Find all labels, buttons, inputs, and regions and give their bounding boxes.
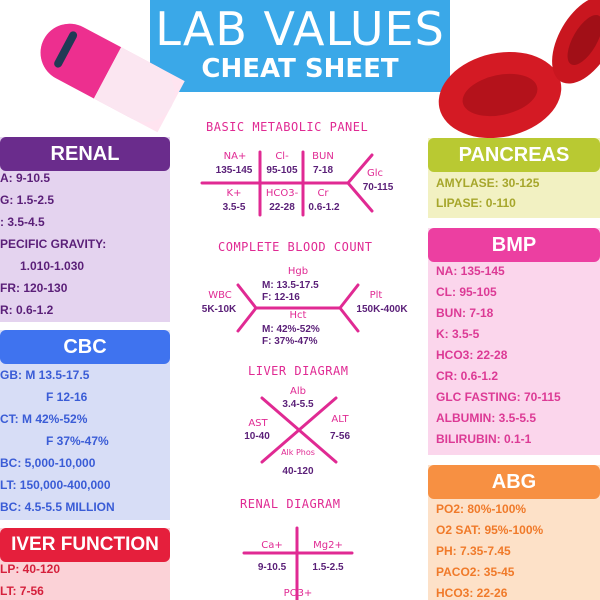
pancreas-panel: PANCREAS AMYLASE: 30-125 LIPASE: 0-110 (428, 138, 600, 218)
cl-value: 95-105 (266, 165, 298, 176)
glc-value: 70-115 (362, 182, 394, 193)
liver-function-title: IVER FUNCTION (0, 528, 170, 562)
bmp-diagram-title: BASIC METABOLIC PANEL (206, 120, 369, 134)
liver-diagram-title: LIVER DIAGRAM (248, 364, 349, 378)
abg-row: O2 SAT: 95%-100% (436, 523, 544, 537)
cbc-row: CT: M 42%-52% (0, 412, 88, 426)
hgb-female-value: F: 12-16 (262, 292, 300, 303)
cr-value: 0.6-1.2 (308, 202, 340, 213)
renal-row: : 3.5-4.5 (0, 215, 45, 229)
hgb-male-value: M: 13.5-17.5 (262, 280, 319, 291)
mg-label: Mg2+ (313, 540, 343, 551)
cbc-title: CBC (0, 330, 170, 364)
alt-value: 7-56 (329, 431, 350, 442)
pancreas-title: PANCREAS (428, 138, 600, 172)
k-label: K+ (226, 188, 242, 199)
page-title: LAB VALUES (155, 2, 445, 56)
renal-panel: RENAL A: 9-10.5 G: 1.5-2.5 : 3.5-4.5 PEC… (0, 137, 170, 322)
hct-male-value: M: 42%-52% (262, 324, 320, 335)
alt-label: ALT (331, 414, 349, 425)
bmp-panel: BMP NA: 135-145 CL: 95-105 BUN: 7-18 K: … (428, 228, 600, 455)
header: LAB VALUES CHEAT SHEET (0, 0, 600, 92)
alb-label: Alb (290, 386, 306, 397)
bmp-row: GLC FASTING: 70-115 (436, 390, 561, 404)
bmp-row: CR: 0.6-1.2 (436, 369, 499, 383)
bmp-row: ALBUMIN: 3.5-5.5 (436, 411, 537, 425)
po-label: PO3+ (283, 588, 313, 599)
abg-row: PO2: 80%-100% (436, 502, 527, 516)
wbc-value: 5K-10K (201, 304, 237, 315)
cbc-panel: CBC GB: M 13.5-17.5 F 12-16 CT: M 42%-52… (0, 330, 170, 520)
hgb-label: Hgb (287, 266, 309, 277)
bmp-row: NA: 135-145 (436, 264, 505, 278)
bmp-row: BUN: 7-18 (436, 306, 494, 320)
cr-label: Cr (317, 188, 329, 199)
ca-value: 9-10.5 (257, 562, 287, 573)
bmp-row: K: 3.5-5 (436, 327, 480, 341)
abg-panel: ABG PO2: 80%-100% O2 SAT: 95%-100% PH: 7… (428, 465, 600, 600)
cbc-row: BC: 4.5-5.5 MILLION (0, 500, 115, 514)
cbc-row: GB: M 13.5-17.5 (0, 368, 90, 382)
mg-value: 1.5-2.5 (312, 562, 344, 573)
hct-label: Hct (289, 310, 307, 321)
bmp-row: CL: 95-105 (436, 285, 497, 299)
bmp-row: BILIRUBIN: 0.1-1 (436, 432, 532, 446)
liver-row: LT: 7-56 (0, 584, 44, 598)
renal-row: 1.010-1.030 (20, 259, 85, 273)
bmp-row: HCO3: 22-28 (436, 348, 508, 362)
cbc-row: F 37%-47% (46, 434, 109, 448)
ca-label: Ca+ (261, 540, 283, 551)
na-value: 135-145 (215, 165, 253, 176)
abg-row: PACO2: 35-45 (436, 565, 515, 579)
plt-label: Plt (369, 290, 383, 301)
plt-value: 150K-400K (356, 304, 408, 315)
hco3-label: HCO3- (265, 188, 299, 199)
abg-row: PH: 7.35-7.45 (436, 544, 511, 558)
alb-value: 3.4-5.5 (282, 399, 314, 410)
hco3-value: 22-28 (269, 202, 295, 213)
cbc-diagram-title: COMPLETE BLOOD COUNT (218, 240, 373, 254)
k-value: 3.5-5 (222, 202, 246, 213)
abg-title: ABG (428, 465, 600, 499)
ast-value: 10-40 (244, 431, 270, 442)
ast-label: AST (248, 418, 268, 429)
renal-row: A: 9-10.5 (0, 171, 51, 185)
alk-phos-value: 40-120 (282, 466, 314, 477)
renal-row: FR: 120-130 (0, 281, 68, 295)
bun-value: 7-18 (312, 165, 333, 176)
renal-row: PECIFIC GRAVITY: (0, 237, 107, 251)
renal-diagram-title: RENAL DIAGRAM (240, 497, 341, 511)
cl-label: Cl- (275, 151, 289, 162)
cbc-row: F 12-16 (46, 390, 88, 404)
bmp-title: BMP (428, 228, 600, 262)
cbc-row: LT: 150,000-400,000 (0, 478, 111, 492)
alk-phos-label: Alk Phos (281, 448, 315, 457)
pancreas-row: LIPASE: 0-110 (436, 196, 516, 210)
cbc-row: BC: 5,000-10,000 (0, 456, 96, 470)
liver-function-panel: IVER FUNCTION LP: 40-120 LT: 7-56 (0, 528, 170, 600)
wbc-label: WBC (208, 290, 232, 301)
header-banner (150, 0, 450, 92)
hct-female-value: F: 37%-47% (262, 336, 318, 347)
glc-label: Glc (366, 168, 384, 179)
renal-row: G: 1.5-2.5 (0, 193, 55, 207)
na-label: NA+ (223, 151, 247, 162)
renal-row: R: 0.6-1.2 (0, 303, 54, 317)
renal-title: RENAL (0, 137, 170, 171)
liver-row: LP: 40-120 (0, 562, 61, 576)
bun-label: BUN (312, 151, 334, 162)
page-subtitle: CHEAT SHEET (201, 54, 399, 84)
pancreas-row: AMYLASE: 30-125 (436, 176, 540, 190)
abg-row: HCO3: 22-26 (436, 586, 508, 600)
